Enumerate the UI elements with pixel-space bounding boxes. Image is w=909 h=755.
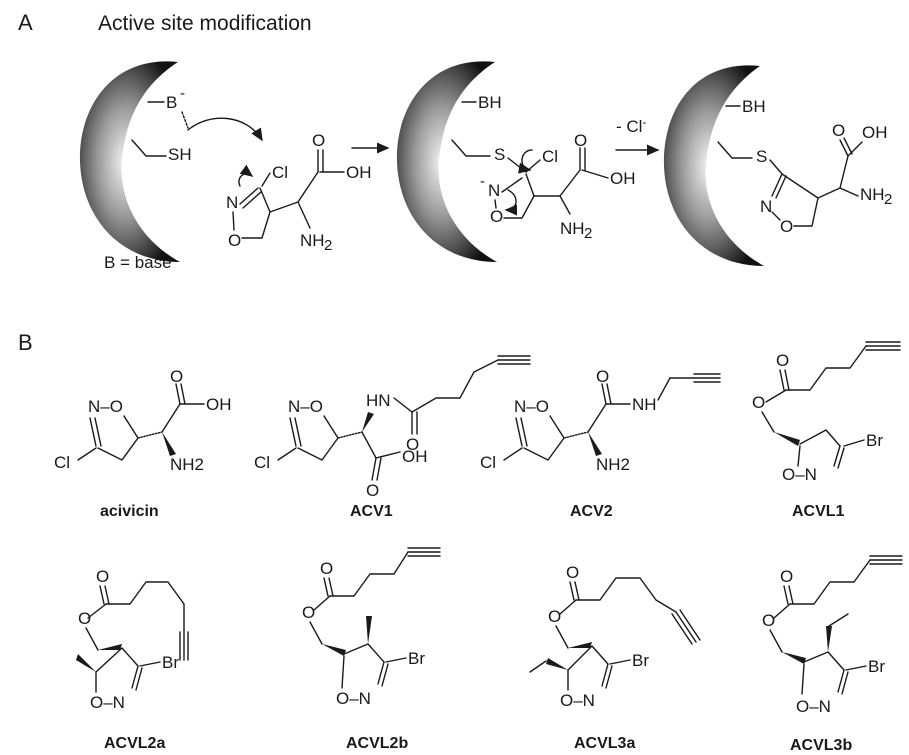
svg-text:O–N: O–N — [560, 691, 595, 710]
compound-name-acv1: ACV1 — [350, 503, 393, 520]
compound-name-acv2: ACV2 — [570, 503, 613, 520]
structure-acv2: N–O Cl O NH NH2 — [480, 367, 721, 474]
compound-name-acvl1: ACVL1 — [792, 503, 845, 520]
svg-text:B: B — [166, 93, 177, 112]
svg-text:O: O — [78, 609, 91, 628]
svg-text:O: O — [406, 435, 419, 454]
svg-text:O: O — [312, 131, 325, 150]
svg-text:N: N — [760, 197, 772, 216]
svg-text:NH: NH — [860, 185, 885, 204]
svg-text:SH: SH — [168, 145, 192, 164]
enzyme-crescent-2 — [396, 61, 497, 262]
svg-text:Br: Br — [408, 649, 425, 668]
svg-text:O: O — [566, 563, 579, 582]
panel-a-title: Active site modification — [98, 12, 312, 35]
enzyme-crescent-1 — [79, 61, 180, 262]
svg-text:O–N: O–N — [90, 693, 125, 712]
svg-text:NH: NH — [632, 395, 657, 414]
svg-text:OH: OH — [862, 123, 888, 142]
svg-text:S: S — [494, 145, 505, 164]
svg-text:O: O — [776, 351, 789, 370]
compound-name-acivicin: acivicin — [100, 503, 159, 520]
base-note: B = base — [104, 253, 172, 272]
svg-text:NH: NH — [300, 231, 325, 250]
structure-acvl2b: O O Br O–N — [302, 547, 441, 708]
svg-text:N: N — [488, 181, 500, 200]
svg-text:-: - — [480, 173, 485, 190]
compound-name-acvl3b: ACVL3b — [790, 737, 852, 754]
svg-text:Br: Br — [632, 651, 649, 670]
svg-text:O: O — [320, 559, 333, 578]
svg-text:O: O — [832, 121, 845, 140]
svg-text:NH2: NH2 — [170, 455, 204, 474]
svg-text:-: - — [180, 85, 185, 102]
svg-text:O: O — [170, 367, 183, 386]
svg-text:S: S — [756, 147, 767, 166]
svg-text:2: 2 — [584, 225, 592, 242]
structure-acvl1: O O Br O–N — [752, 341, 901, 484]
svg-text:Cl: Cl — [54, 453, 70, 472]
svg-text:BH: BH — [742, 97, 766, 116]
svg-text:O: O — [228, 231, 241, 250]
svg-text:Cl: Cl — [480, 453, 496, 472]
compound-name-acvl3a: ACVL3a — [574, 735, 635, 752]
svg-text:N–O: N–O — [88, 397, 123, 416]
svg-text:O: O — [302, 603, 315, 622]
svg-text:O: O — [780, 567, 793, 586]
svg-text:O: O — [752, 393, 765, 412]
svg-text:O–N: O–N — [782, 465, 817, 484]
svg-text:NH: NH — [560, 219, 585, 238]
compound-name-acvl2a: ACVL2a — [104, 735, 165, 752]
nucleophilic-attack-arrow — [187, 117, 263, 142]
acivicin-reactant: Cl N O O OH NH 2 — [226, 131, 372, 254]
svg-text:O: O — [596, 367, 609, 386]
svg-text:2: 2 — [324, 237, 332, 254]
svg-text:NH2: NH2 — [596, 455, 630, 474]
svg-text:O: O — [96, 567, 109, 586]
svg-text:BH: BH — [478, 93, 502, 112]
enzyme-crescent-3 — [663, 65, 764, 266]
compound-name-acvl2b: ACVL2b — [346, 735, 408, 752]
svg-text:N: N — [226, 193, 238, 212]
svg-text:O: O — [762, 611, 775, 630]
covalent-adduct: BH S N O O OH NH 2 — [717, 97, 892, 236]
svg-text:OH: OH — [402, 447, 428, 466]
panel-a-letter: A — [18, 10, 33, 35]
structure-acvl3a: O O Br O–N — [529, 563, 701, 710]
svg-text:Br: Br — [162, 653, 179, 672]
structure-acvl3b: O O Br O–N — [762, 555, 903, 716]
svg-text:O: O — [574, 131, 587, 150]
tetrahedral-intermediate: BH S Cl - N O O OH NH 2 — [451, 93, 636, 242]
svg-text:O–N: O–N — [336, 689, 371, 708]
svg-text:Cl: Cl — [272, 163, 288, 182]
svg-text:Br: Br — [866, 431, 883, 450]
enzyme-1-residues: B - SH — [131, 85, 192, 164]
svg-text:N–O: N–O — [514, 397, 549, 416]
svg-text:OH: OH — [610, 169, 636, 188]
svg-text:OH: OH — [346, 163, 372, 182]
svg-text:O: O — [366, 481, 379, 500]
structure-acivicin: N–O Cl O OH NH2 — [54, 367, 232, 474]
structure-acv1: N–O Cl HN O O OH — [254, 355, 531, 500]
svg-text:OH: OH — [206, 395, 232, 414]
svg-text:Cl: Cl — [542, 147, 558, 166]
panel-b-letter: B — [18, 330, 33, 355]
svg-text:2: 2 — [884, 191, 892, 208]
svg-text:O: O — [548, 607, 561, 626]
svg-text:HN: HN — [366, 391, 391, 410]
reagent-label: - Cl- — [616, 115, 646, 136]
svg-text:Cl: Cl — [254, 453, 270, 472]
svg-text:O: O — [780, 217, 793, 236]
structure-acvl2a: O O Br O–N — [76, 567, 189, 712]
svg-text:O–N: O–N — [796, 697, 831, 716]
svg-text:O: O — [490, 207, 503, 226]
svg-text:Br: Br — [868, 657, 885, 676]
svg-text:N–O: N–O — [288, 397, 323, 416]
